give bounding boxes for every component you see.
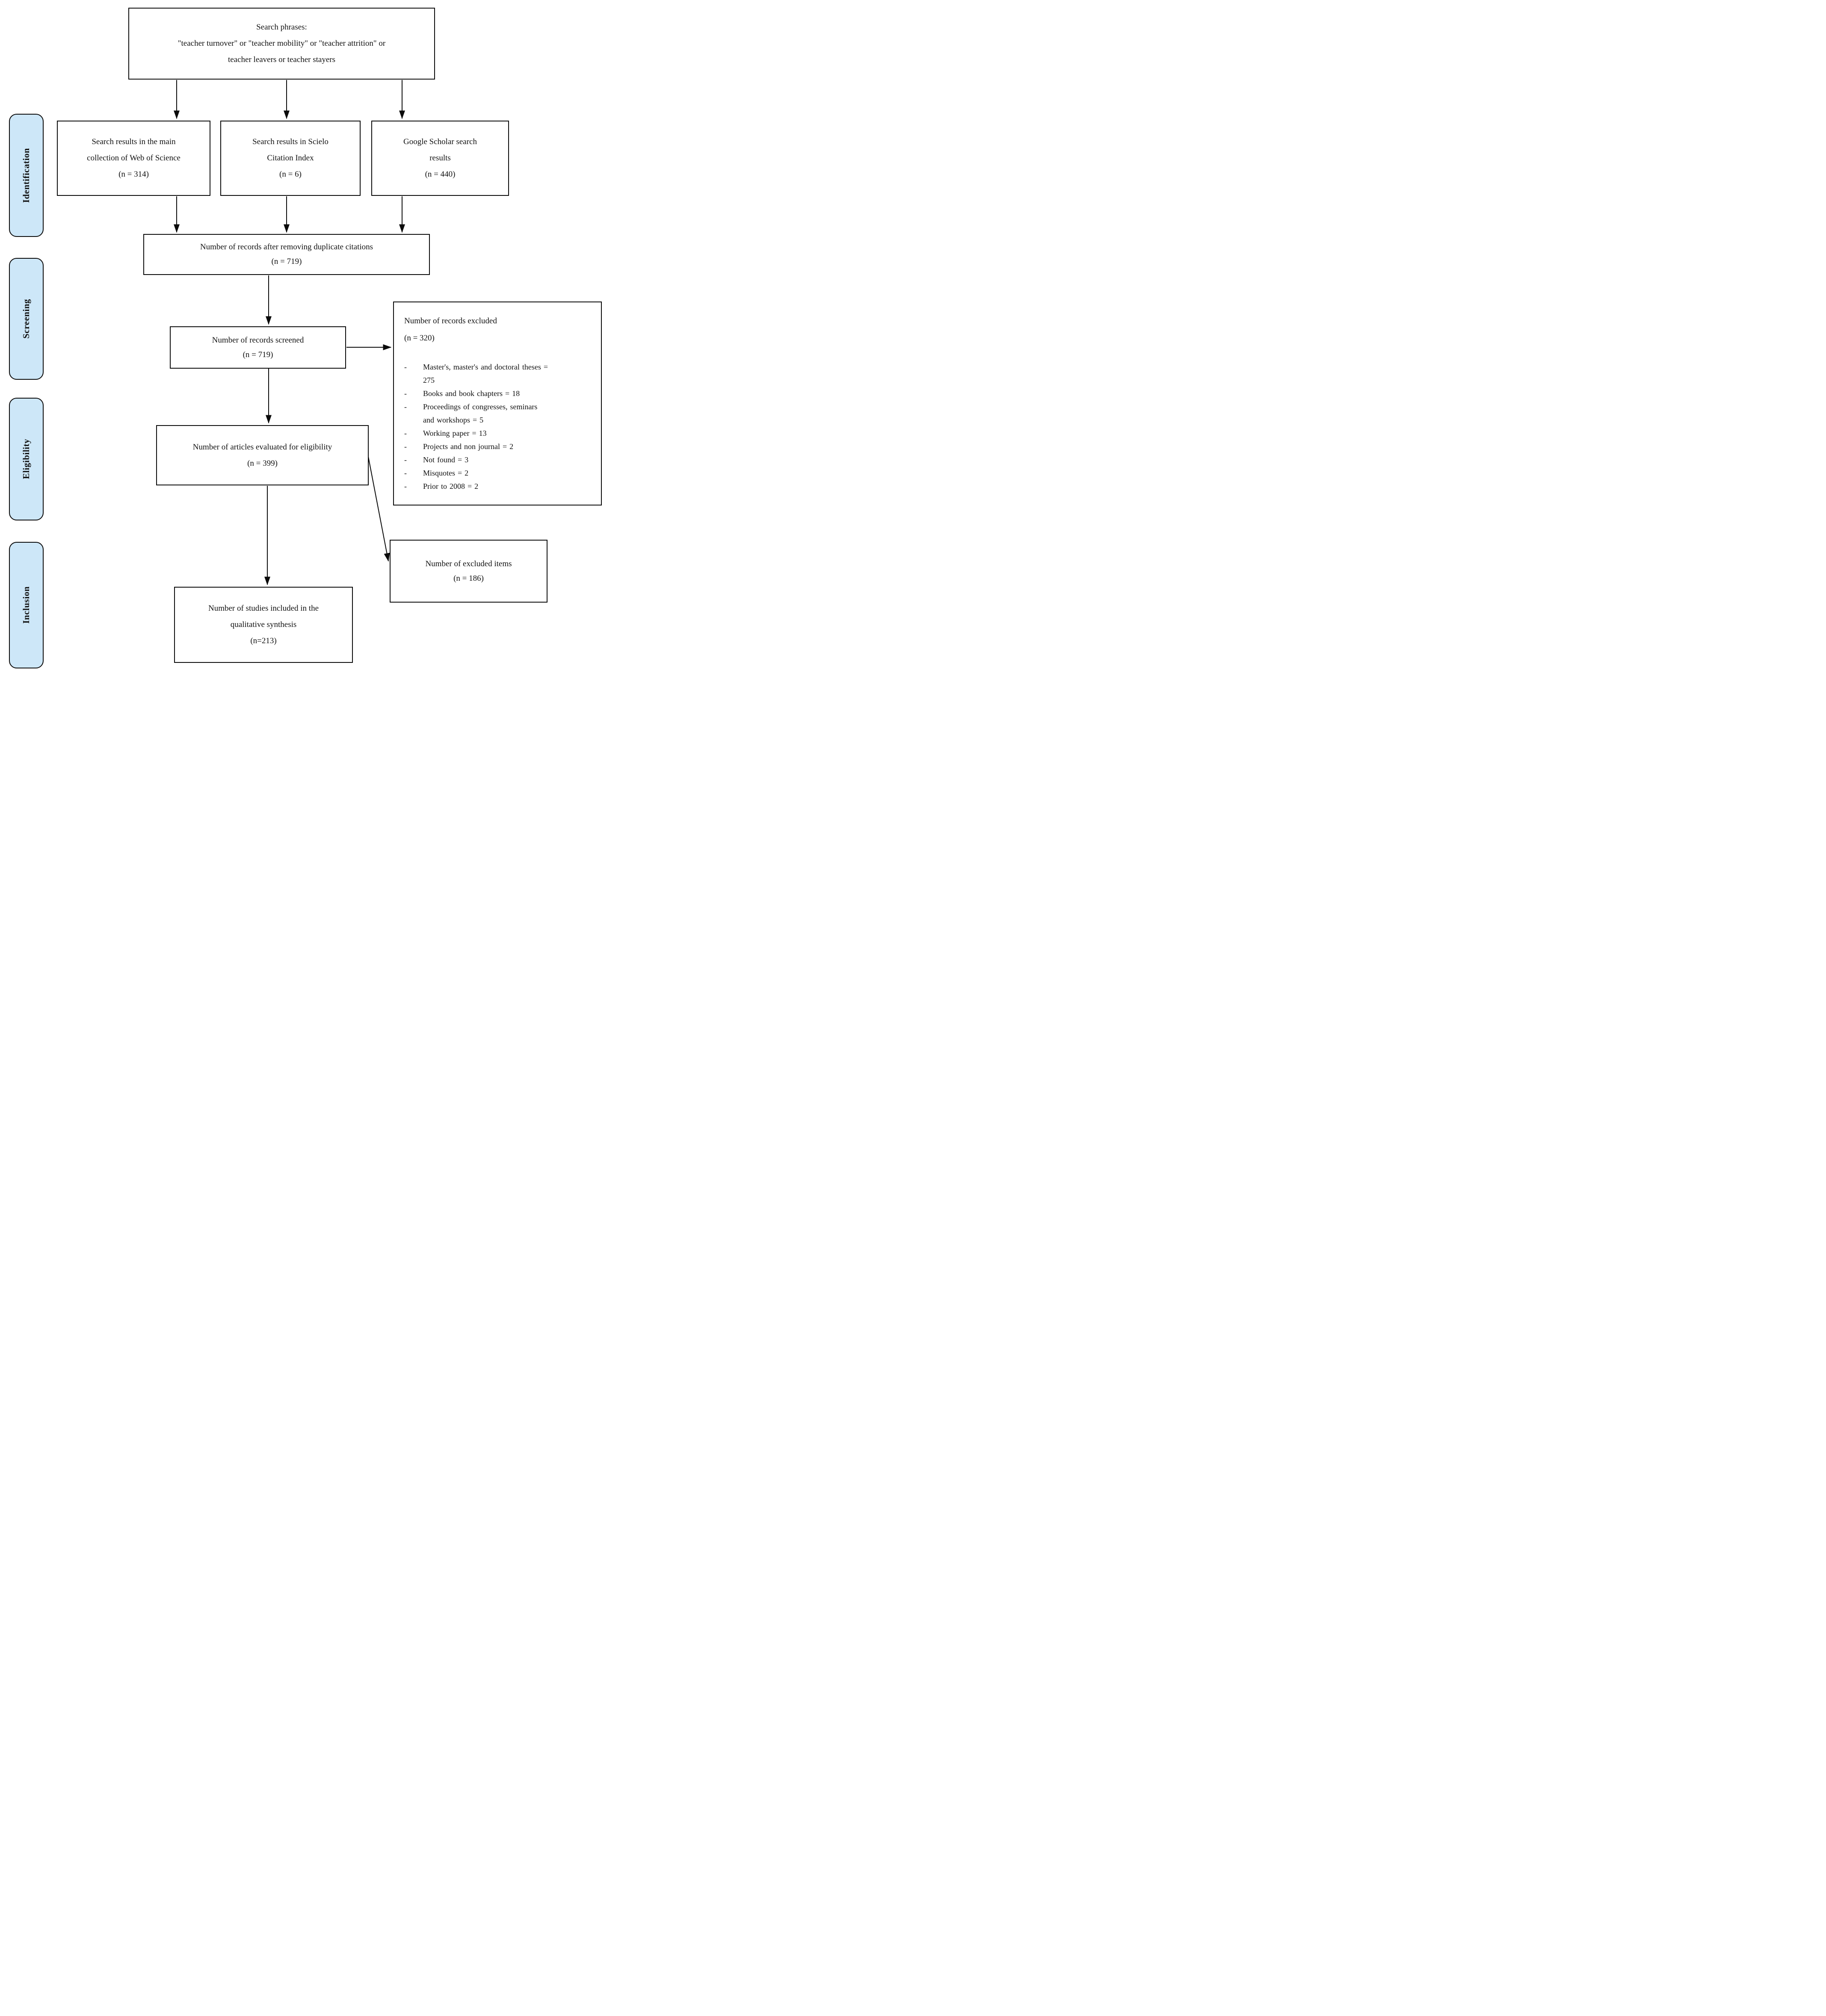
records-excluded-title: Number of records excluded (n = 320) [404,316,497,343]
box-search-phrases: Search phrases: "teacher turnover" or "t… [128,8,435,80]
box-google-scholar: Google Scholar search results (n = 440) [371,121,509,196]
box-evaluated-eligibility: Number of articles evaluated for eligibi… [156,425,369,485]
bullet-dash: - [404,442,407,451]
box-scielo: Search results in Scielo Citation Index … [220,121,361,196]
excluded-reason-item: - Proceedings of congresses, seminars an… [404,400,594,427]
excluded-reason-item: - Not found = 3 [404,453,594,467]
stage-label-identification-text: Identification [21,148,31,203]
box-web-of-science: Search results in the main collection of… [57,121,210,196]
stage-label-screening-text: Screening [21,299,31,339]
bullet-dash: - [404,402,407,411]
stage-label-identification: Identification [9,114,44,237]
bullet-dash: - [404,429,407,437]
box-duplicates-removed: Number of records after removing duplica… [143,234,430,275]
box-records-excluded: Number of records excluded (n = 320) - M… [393,302,602,505]
bullet-dash: - [404,482,407,491]
stage-label-inclusion: Inclusion [9,542,44,668]
stage-label-inclusion-text: Inclusion [21,586,31,624]
excluded-reason-item: - Working paper = 13 [404,427,594,440]
excluded-reason-item: - Prior to 2008 = 2 [404,480,594,493]
box-records-screened: Number of records screened (n = 719) [170,326,346,369]
records-excluded-list: - Master's, master's and doctoral theses… [404,361,594,493]
stage-label-screening: Screening [9,258,44,380]
bullet-dash: - [404,389,407,398]
excluded-reason-item: - Master's, master's and doctoral theses… [404,361,594,387]
bullet-dash: - [404,469,407,477]
prisma-flow-diagram: Identification Screening Eligibility Inc… [0,0,609,672]
excluded-reason-item: - Misquotes = 2 [404,467,594,480]
excluded-reason-item: - Books and book chapters = 18 [404,387,594,400]
stage-label-eligibility: Eligibility [9,398,44,520]
excluded-reason-item: - Projects and non journal = 2 [404,440,594,453]
box-excluded-items: Number of excluded items (n = 186) [390,540,548,603]
box-included-studies: Number of studies included in the qualit… [174,587,353,663]
arrow-eligibility-to-excluded-items [368,456,390,562]
stage-label-eligibility-text: Eligibility [21,439,31,479]
bullet-dash: - [404,363,407,371]
bullet-dash: - [404,455,407,464]
